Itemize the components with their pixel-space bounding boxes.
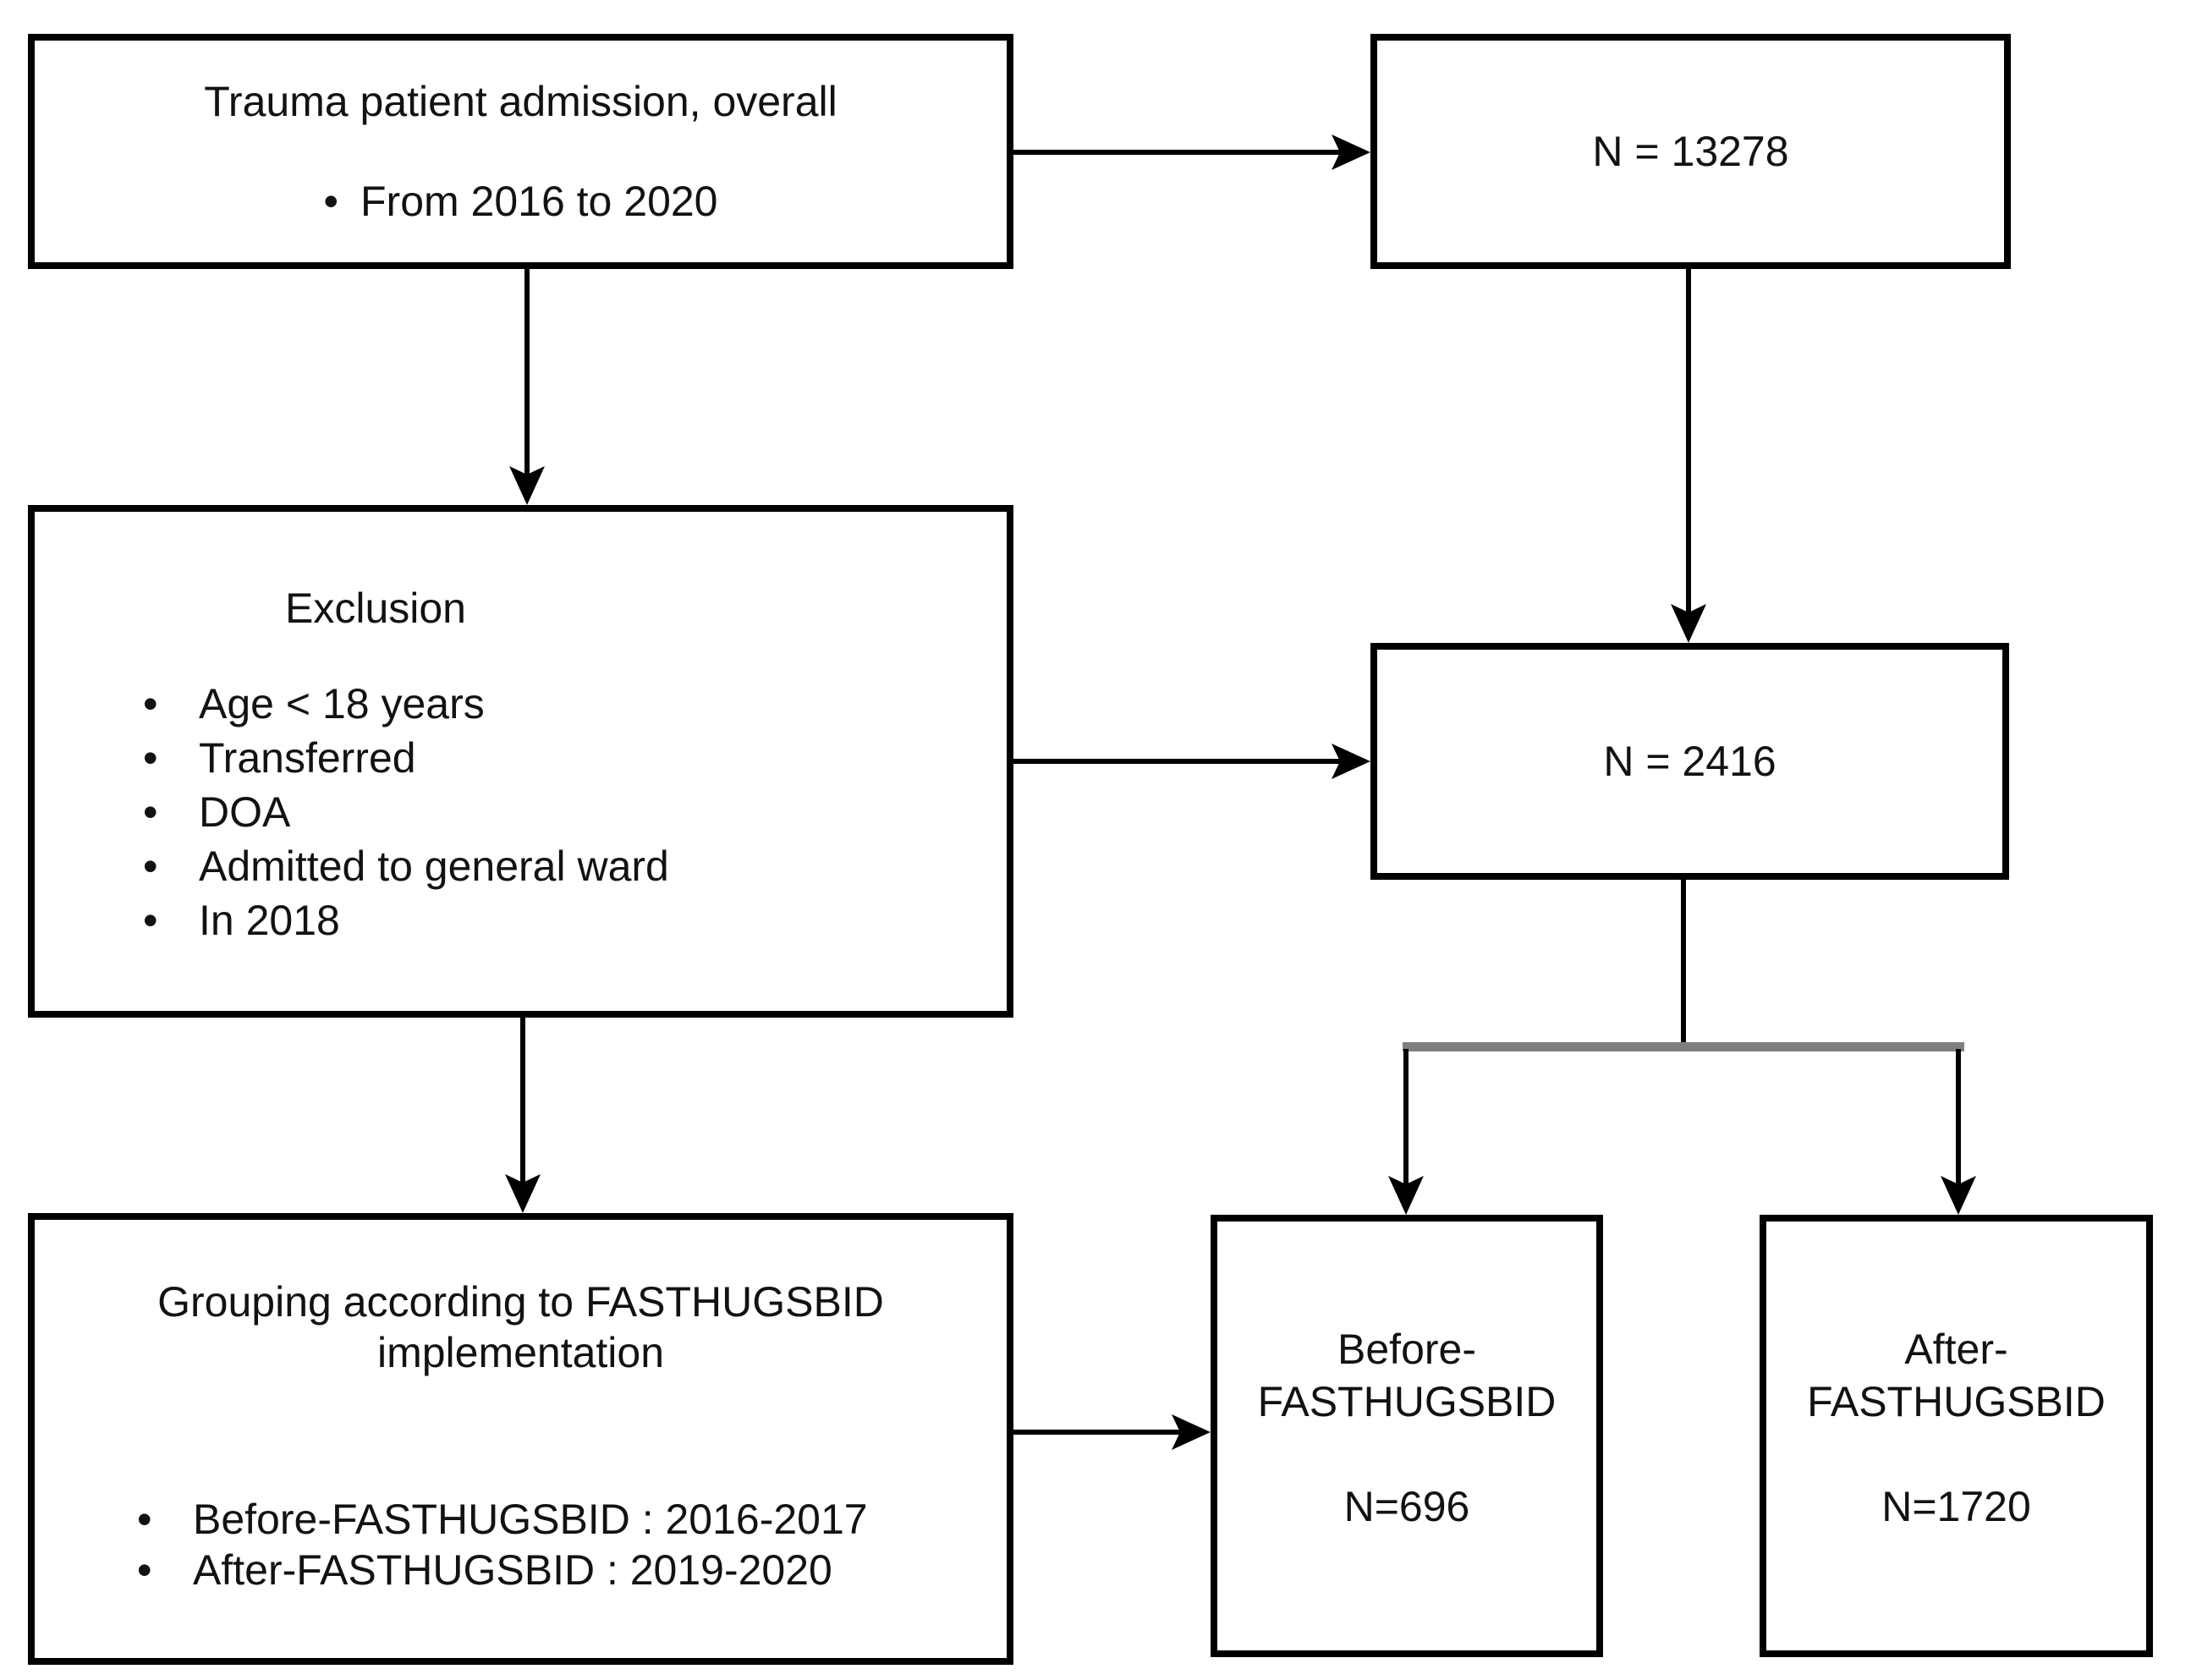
- bullet-icon: •: [323, 178, 338, 225]
- bullet-icon: •: [143, 843, 158, 890]
- after-group-name-line1: After-: [1904, 1326, 2008, 1373]
- n-overall-label: N = 13278: [1592, 128, 1789, 175]
- grouping-bullet-text: Before-FASTHUGSBID : 2016-2017: [193, 1496, 868, 1543]
- grouping-bullet-item: • After-FASTHUGSBID : 2019-2020: [137, 1545, 1007, 1595]
- split-connector-n-included: [1403, 880, 1964, 1051]
- exclusion-bullet-item: • DOA: [143, 785, 1007, 839]
- before-group-name-line1: Before-: [1337, 1326, 1476, 1373]
- before-group-spacer: [1217, 1428, 1596, 1480]
- exclusion-bullet-item: • In 2018: [143, 893, 1007, 947]
- arrow-exclusion-to-grouping: [505, 1018, 541, 1213]
- bullet-icon: •: [143, 788, 158, 836]
- bullet-icon: •: [143, 897, 158, 944]
- grouping-bullet-list: • Before-FASTHUGSBID : 2016-2017 • After…: [35, 1494, 1007, 1595]
- arrow-admission-to-n-overall: [1013, 135, 1370, 170]
- arrowhead-down-icon: [1671, 604, 1706, 643]
- exclusion-bullet-text: Admitted to general ward: [199, 843, 669, 890]
- arrow-split-to-after-group: [1941, 1049, 1976, 1215]
- split-bar: [1403, 1042, 1964, 1051]
- arrow-admission-to-exclusion: [509, 269, 545, 505]
- exclusion-bullet-list: • Age < 18 years • Transferred • DOA • A…: [35, 677, 1007, 947]
- arrow-split-to-before-group: [1388, 1049, 1424, 1215]
- box-admission: Trauma patient admission, overall • From…: [28, 34, 1013, 269]
- box-n-overall: N = 13278: [1370, 34, 2011, 269]
- arrowhead-down-icon: [1941, 1176, 1976, 1215]
- arrowhead-right-icon: [1172, 1414, 1211, 1450]
- after-group-spacer: [1766, 1428, 2146, 1480]
- arrow-exclusion-to-n-included: [1013, 744, 1370, 779]
- exclusion-bullet-text: In 2018: [199, 897, 340, 944]
- admission-bullet-text: From 2016 to 2020: [360, 178, 718, 225]
- after-group-count: N=1720: [1881, 1483, 2031, 1530]
- grouping-title: Grouping according to FASTHUGSBID implem…: [157, 1278, 884, 1376]
- exclusion-bullet-item: • Age < 18 years: [143, 677, 1007, 731]
- before-group-count: N=696: [1343, 1483, 1470, 1530]
- exclusion-bullet-text: Transferred: [199, 734, 416, 782]
- box-exclusion: Exclusion • Age < 18 years • Transferred…: [28, 505, 1013, 1018]
- grouping-bullet-item: • Before-FASTHUGSBID : 2016-2017: [137, 1494, 1007, 1545]
- box-n-included: N = 2416: [1370, 643, 2009, 880]
- box-grouping: Grouping according to FASTHUGSBID implem…: [28, 1213, 1013, 1665]
- arrow-n-overall-to-n-included: [1671, 269, 1706, 643]
- arrowhead-down-icon: [505, 1174, 541, 1213]
- arrowhead-down-icon: [509, 466, 545, 505]
- n-included-label: N = 2416: [1603, 738, 1776, 785]
- after-group-name-line2: FASTHUGSBID: [1807, 1378, 2106, 1425]
- bullet-icon: •: [137, 1546, 152, 1594]
- arrow-grouping-to-before-group: [1013, 1414, 1211, 1450]
- admission-title: Trauma patient admission, overall: [204, 78, 837, 125]
- box-after-group: After- FASTHUGSBID N=1720: [1760, 1215, 2153, 1657]
- bullet-icon: •: [143, 680, 158, 727]
- exclusion-bullet-text: Age < 18 years: [199, 680, 485, 727]
- admission-bullet-item: • From 2016 to 2020: [35, 174, 1007, 228]
- bullet-icon: •: [137, 1496, 152, 1543]
- exclusion-bullet-item: • Transferred: [143, 731, 1007, 785]
- before-group-name-line2: FASTHUGSBID: [1257, 1378, 1557, 1425]
- box-before-group: Before- FASTHUGSBID N=696: [1211, 1215, 1603, 1657]
- exclusion-title: Exclusion: [285, 585, 466, 632]
- arrowhead-right-icon: [1332, 744, 1370, 779]
- exclusion-bullet-item: • Admitted to general ward: [143, 839, 1007, 893]
- arrowhead-down-icon: [1388, 1176, 1424, 1215]
- exclusion-bullet-text: DOA: [199, 788, 291, 836]
- grouping-bullet-text: After-FASTHUGSBID : 2019-2020: [193, 1546, 832, 1594]
- bullet-icon: •: [143, 734, 158, 782]
- arrowhead-right-icon: [1332, 135, 1370, 170]
